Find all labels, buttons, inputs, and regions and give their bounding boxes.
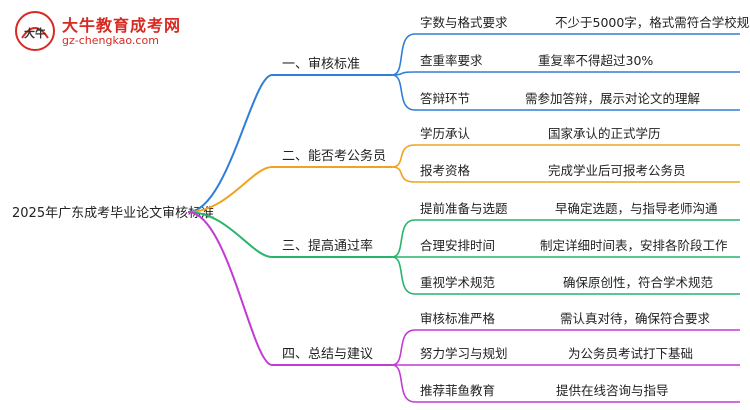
child-connector-2-1 — [391, 144, 740, 168]
root-topic: 2025年广东成考毕业论文审核标准 — [12, 206, 214, 221]
child-detail: 为公务员考试打下基础 — [568, 346, 693, 361]
child-label: 审核标准严格 — [420, 311, 496, 326]
child-connector-4-3 — [391, 364, 740, 403]
child-label: 报考资格 — [420, 163, 471, 178]
child-connector-1-2 — [391, 71, 740, 76]
branch-label-1: 一、审核标准 — [282, 57, 360, 72]
child-detail: 国家承认的正式学历 — [548, 126, 661, 141]
child-detail: 提供在线咨询与指导 — [556, 383, 669, 398]
child-detail: 不少于5000字，格式需符合学校规定 — [555, 15, 750, 30]
child-connector-4-1 — [391, 329, 740, 366]
branch-label-2: 二、能否考公务员 — [282, 148, 386, 164]
child-detail: 重复率不得超过30% — [538, 53, 653, 68]
logo-badge-text: 大牛 — [24, 26, 46, 40]
child-detail: 制定详细时间表，安排各阶段工作 — [540, 238, 728, 253]
child-label: 学历承认 — [420, 126, 471, 141]
branch-label-4: 四、总结与建议 — [282, 347, 373, 362]
child-detail: 早确定选题，与指导老师沟通 — [555, 201, 718, 216]
child-connector-3-3 — [391, 256, 740, 295]
branch-connector-3 — [187, 211, 392, 258]
branch-connector-4 — [187, 211, 392, 366]
child-label: 推荐菲鱼教育 — [420, 383, 495, 398]
child-detail: 需认真对待，确保符合要求 — [560, 311, 711, 326]
child-label: 查重率要求 — [420, 53, 483, 68]
branch-connector-1 — [187, 74, 392, 213]
child-label: 合理安排时间 — [420, 238, 495, 253]
child-connector-1-1 — [391, 33, 740, 76]
child-detail: 需参加答辩，展示对论文的理解 — [525, 91, 700, 106]
child-connector-1-3 — [391, 74, 740, 111]
child-connector-3-1 — [391, 219, 740, 258]
logo-url: gz-chengkao.com — [62, 34, 159, 47]
child-label: 努力学习与规划 — [420, 346, 508, 361]
branch-label-3: 三、提高通过率 — [282, 238, 373, 254]
child-label: 答辩环节 — [420, 91, 470, 106]
child-label: 重视学术规范 — [420, 275, 495, 290]
child-detail: 确保原创性，符合学术规范 — [563, 275, 713, 290]
branch-connector-2 — [187, 166, 392, 213]
site-logo: 大牛 大牛教育成考网 gz-chengkao.com — [14, 10, 214, 54]
child-label: 提前准备与选题 — [420, 201, 508, 216]
logo-badge-icon: 大牛 — [15, 11, 55, 51]
logo-title: 大牛教育成考网 — [62, 16, 182, 35]
child-label: 字数与格式要求 — [420, 15, 508, 30]
child-connector-2-2 — [391, 166, 740, 183]
child-detail: 完成学业后可报考公务员 — [548, 163, 686, 178]
